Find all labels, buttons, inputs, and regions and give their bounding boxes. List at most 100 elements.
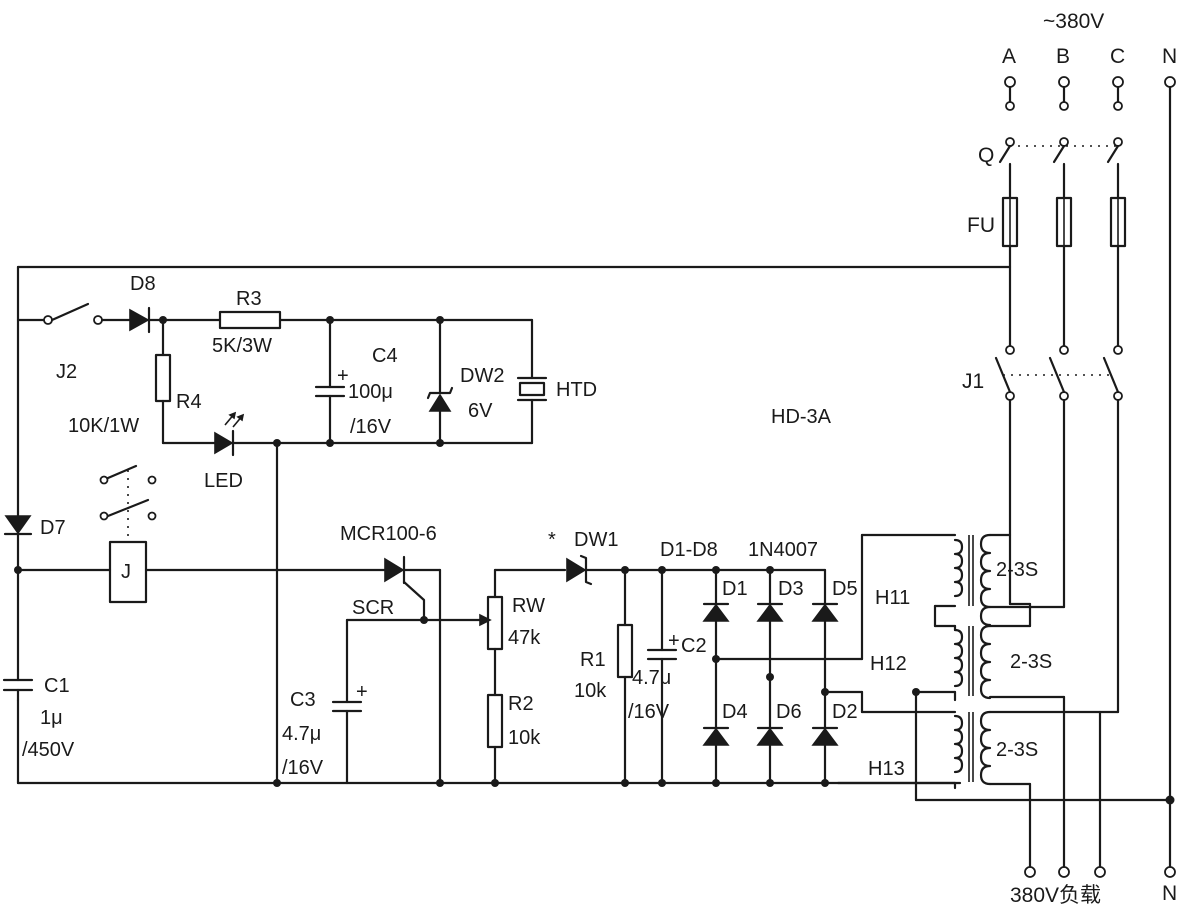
diode-d1 bbox=[702, 603, 730, 622]
dw1-mark: * bbox=[548, 529, 556, 551]
transformer-h12-secondary bbox=[953, 628, 964, 688]
phase-c-label: C bbox=[1110, 45, 1125, 68]
transformer-h13-primary bbox=[979, 710, 992, 786]
resistor-r3 bbox=[218, 310, 282, 330]
r4-value: 10K/1W bbox=[68, 415, 139, 437]
r1-value: 10k bbox=[574, 680, 607, 702]
c4-label: C4 bbox=[372, 345, 398, 367]
rw-label: RW bbox=[512, 595, 545, 617]
d3-label: D3 bbox=[778, 578, 804, 600]
htd-label: HTD bbox=[556, 379, 597, 401]
j2-label: J2 bbox=[56, 361, 77, 383]
led-label: LED bbox=[204, 470, 243, 492]
svg-text:+: + bbox=[668, 630, 680, 652]
bridge-group-label: D1-D8 bbox=[660, 539, 718, 561]
d1-label: D1 bbox=[722, 578, 748, 600]
resistor-r4 bbox=[154, 353, 172, 403]
relay-j-label: J bbox=[121, 561, 131, 583]
switch-q-label: Q bbox=[978, 144, 994, 167]
diode-d5 bbox=[811, 603, 839, 622]
d7-label: D7 bbox=[40, 517, 66, 539]
transformer-h11-secondary bbox=[953, 538, 964, 598]
c1-label: C1 bbox=[44, 675, 70, 697]
scr-mcr100-6 bbox=[384, 557, 405, 583]
d6-label: D6 bbox=[776, 701, 802, 723]
c1-value2: /450V bbox=[22, 739, 75, 761]
d5-label: D5 bbox=[832, 578, 858, 600]
c3-value1: 4.7μ bbox=[282, 723, 321, 745]
h11-spec: 2-3S bbox=[996, 559, 1038, 581]
transformer-h11-primary bbox=[979, 533, 992, 627]
r2-label: R2 bbox=[508, 693, 534, 715]
c4-value1: 100μ bbox=[348, 381, 393, 403]
r1-label: R1 bbox=[580, 649, 606, 671]
c2-value2: /16V bbox=[628, 701, 670, 723]
neutral-bottom-label: N bbox=[1162, 882, 1177, 905]
buzzer-htd bbox=[518, 381, 546, 397]
r3-value: 5K/3W bbox=[212, 335, 272, 357]
resistor-r1 bbox=[616, 623, 634, 679]
diode-d8 bbox=[129, 308, 150, 332]
potentiometer-rw bbox=[486, 595, 504, 651]
diode-d4 bbox=[702, 727, 730, 746]
c1-value1: 1μ bbox=[40, 707, 63, 729]
transformer-h13-secondary bbox=[953, 714, 964, 774]
rw-value: 47k bbox=[508, 627, 541, 649]
phase-b-label: B bbox=[1056, 45, 1070, 68]
d2-label: D2 bbox=[832, 701, 858, 723]
resistor-r2 bbox=[486, 693, 504, 749]
dw2-value: 6V bbox=[468, 400, 493, 422]
transformers bbox=[953, 533, 1120, 878]
dw1-label: DW1 bbox=[574, 529, 618, 551]
load-terminal-2 bbox=[1058, 866, 1070, 878]
relay-switch-j2 bbox=[50, 302, 90, 322]
h13-label: H13 bbox=[868, 758, 905, 780]
c3-label: C3 bbox=[290, 689, 316, 711]
zener-dw2 bbox=[428, 393, 452, 412]
scr-part-label: MCR100-6 bbox=[340, 523, 437, 545]
phase-a-label: A bbox=[1002, 45, 1016, 68]
terminal-n-top bbox=[1164, 76, 1176, 88]
c4-value2: /16V bbox=[350, 416, 392, 438]
terminal-n-bottom bbox=[1164, 866, 1176, 878]
c3-value2: /16V bbox=[282, 757, 324, 779]
three-phase-supply bbox=[994, 76, 1176, 878]
relay-coil-j bbox=[108, 540, 148, 604]
c2-label: C2 bbox=[681, 635, 707, 657]
h11-label: H11 bbox=[875, 587, 910, 609]
diode-d7 bbox=[4, 515, 32, 535]
transformer-h12-primary bbox=[979, 624, 992, 700]
diode-d3 bbox=[756, 603, 784, 622]
h12-label: H12 bbox=[870, 653, 907, 675]
bridge-part-label: 1N4007 bbox=[748, 539, 818, 561]
neutral-top-label: N bbox=[1162, 45, 1177, 68]
r3-label: R3 bbox=[236, 288, 262, 310]
r4-label: R4 bbox=[176, 391, 202, 413]
svg-text:+: + bbox=[356, 681, 368, 703]
svg-text:+: + bbox=[337, 365, 349, 387]
load-terminal-1 bbox=[1024, 866, 1036, 878]
scr-label: SCR bbox=[352, 597, 394, 619]
diode-d6 bbox=[756, 727, 784, 746]
dw2-label: DW2 bbox=[460, 365, 504, 387]
led bbox=[214, 431, 234, 455]
d8-label: D8 bbox=[130, 273, 156, 295]
load-label: 380V负载 bbox=[1010, 884, 1101, 907]
diode-d2 bbox=[811, 727, 839, 746]
fuse-label: FU bbox=[967, 214, 995, 237]
terminal-c-top bbox=[1112, 76, 1124, 88]
supply-voltage-label: ~380V bbox=[1043, 10, 1104, 33]
model-label: HD-3A bbox=[771, 406, 832, 428]
bridge-rectifier bbox=[702, 568, 839, 787]
terminal-b-top bbox=[1058, 76, 1070, 88]
zener-dw1 bbox=[566, 557, 587, 583]
h12-spec: 2-3S bbox=[1010, 651, 1052, 673]
d4-label: D4 bbox=[722, 701, 748, 723]
terminal-a-top bbox=[1004, 76, 1016, 88]
c2-value1: 4.7μ bbox=[632, 667, 671, 689]
h13-spec: 2-3S bbox=[996, 739, 1038, 761]
r2-value: 10k bbox=[508, 727, 541, 749]
switch-q-blade-a bbox=[998, 144, 1012, 164]
load-terminal-3 bbox=[1094, 866, 1106, 878]
